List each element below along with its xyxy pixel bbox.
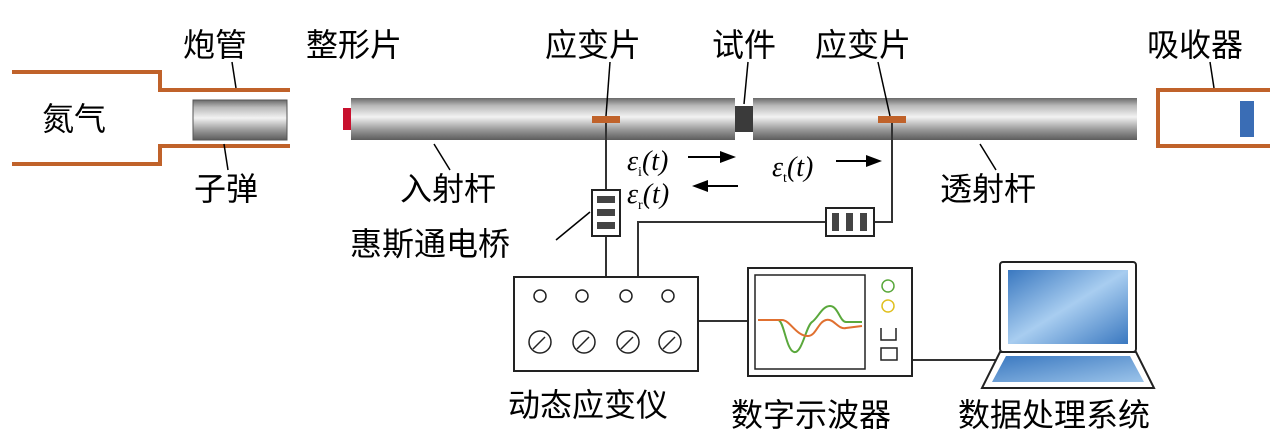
strain-gauge-2 [878, 116, 906, 123]
strain-gauge-1-label: 应变片 [545, 26, 641, 64]
wheatstone-bridge-transmission [825, 207, 875, 237]
pulse-shaper [343, 108, 351, 130]
strain-gauge-1-leader-line [605, 61, 611, 117]
striker-bullet [192, 99, 288, 141]
specimen [735, 106, 753, 132]
oscilloscope-trace-green [758, 304, 862, 353]
strain-gauge-1 [592, 116, 620, 123]
incident-bar-leader-line [433, 143, 451, 171]
specimen-label: 试件 [712, 26, 776, 64]
oscilloscope-trace-orange [758, 318, 863, 338]
transmitted-arrow-head [866, 155, 882, 167]
wheatstone-bridge-incident [591, 189, 621, 237]
svg-text:εi(t): εi(t) [627, 146, 668, 180]
wiring [605, 123, 1000, 361]
incident-strain-signal: εi(t) [627, 146, 668, 180]
nitrogen-label: 氮气 [42, 100, 106, 138]
absorber-block [1240, 101, 1254, 137]
strain-gauge-2-leader-line [877, 61, 891, 117]
absorber-leader-line [1209, 61, 1215, 89]
reflected-arrow-head [692, 180, 708, 192]
transmission-bar-leader-line [979, 143, 997, 171]
wheatstone-bridge-leader-line [555, 211, 591, 241]
incident-arrow-head [720, 151, 736, 163]
dynamic-strain-meter-label: 动态应变仪 [508, 386, 668, 424]
oscilloscope-label: 数字示波器 [731, 396, 891, 434]
striker-leader-line [223, 143, 229, 171]
svg-text:εr(t): εr(t) [627, 179, 669, 213]
incident-bar [351, 98, 735, 140]
barrel-leader-line [231, 61, 237, 89]
dynamic-strain-meter [513, 276, 699, 372]
reflected-strain-signal: εr(t) [627, 179, 669, 213]
incident-bar-label: 入射杆 [400, 170, 496, 208]
transmission-bar-label: 透射杆 [940, 170, 1036, 208]
absorber-housing [1156, 88, 1270, 148]
barrel-label: 炮管 [183, 26, 247, 64]
svg-text:εt(t): εt(t) [772, 152, 813, 186]
striker-label: 子弹 [194, 170, 258, 208]
transmitted-strain-signal: εt(t) [772, 152, 813, 186]
absorber-label: 吸收器 [1147, 26, 1243, 64]
data-system-label: 数据处理系统 [958, 396, 1150, 434]
pulse-shaper-label: 整形片 [306, 26, 402, 64]
wheatstone-bridge-label: 惠斯通电桥 [350, 225, 510, 263]
specimen-leader-line [743, 61, 749, 105]
oscilloscope [747, 267, 913, 377]
transmission-bar [753, 98, 1137, 140]
strain-gauge-2-label: 应变片 [815, 26, 911, 64]
laptop [980, 261, 1156, 389]
